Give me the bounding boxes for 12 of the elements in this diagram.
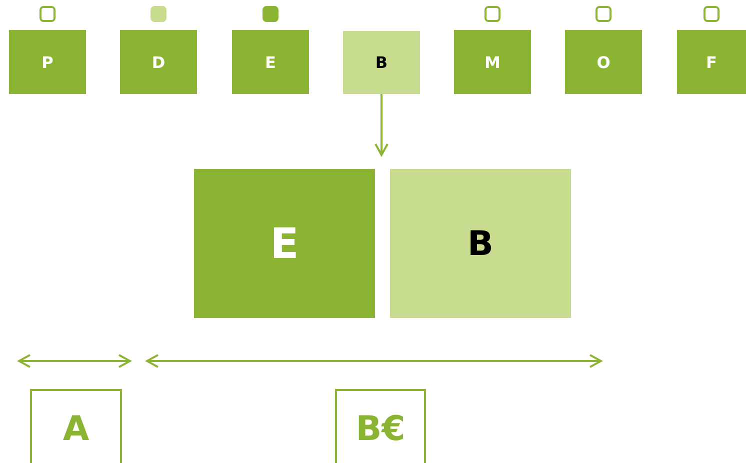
block: P bbox=[9, 30, 86, 94]
block: M bbox=[454, 30, 531, 94]
block: F bbox=[677, 30, 746, 94]
arrow bbox=[374, 94, 388, 156]
outlined-box: B€ bbox=[335, 389, 426, 463]
block: B bbox=[390, 169, 571, 318]
block: B bbox=[343, 31, 420, 94]
outlined-box: A bbox=[30, 389, 122, 463]
block: E bbox=[232, 30, 309, 94]
block: O bbox=[565, 30, 642, 94]
block: E bbox=[194, 169, 375, 318]
block: D bbox=[120, 30, 197, 94]
